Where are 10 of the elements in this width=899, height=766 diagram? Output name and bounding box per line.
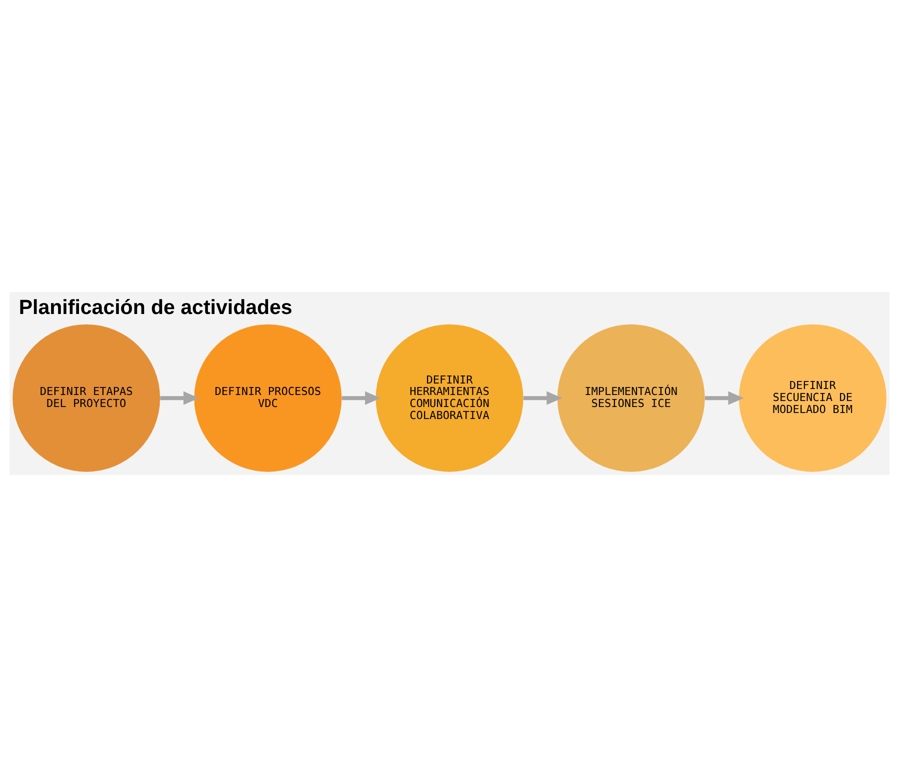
node-circle: DEFINIR SECUENCIA DE MODELADO BIM bbox=[738, 324, 886, 472]
node-circle: DEFINIR PROCESOS VDC bbox=[194, 324, 342, 472]
node-circle: DEFINIR HERRAMIENTAS COMUNICACIÓN COLABORATIVA bbox=[376, 324, 524, 472]
diagram-title: Planificación de actividades bbox=[18, 295, 292, 318]
arrow bbox=[342, 390, 381, 404]
node-circle: IMPLEMENTACIÓN SESIONES ICE bbox=[557, 324, 705, 472]
arrow bbox=[704, 390, 744, 404]
arrow bbox=[160, 390, 200, 404]
node-circle: DEFINIR ETAPAS DEL PROYECTO bbox=[12, 324, 160, 472]
arrow bbox=[523, 390, 562, 404]
